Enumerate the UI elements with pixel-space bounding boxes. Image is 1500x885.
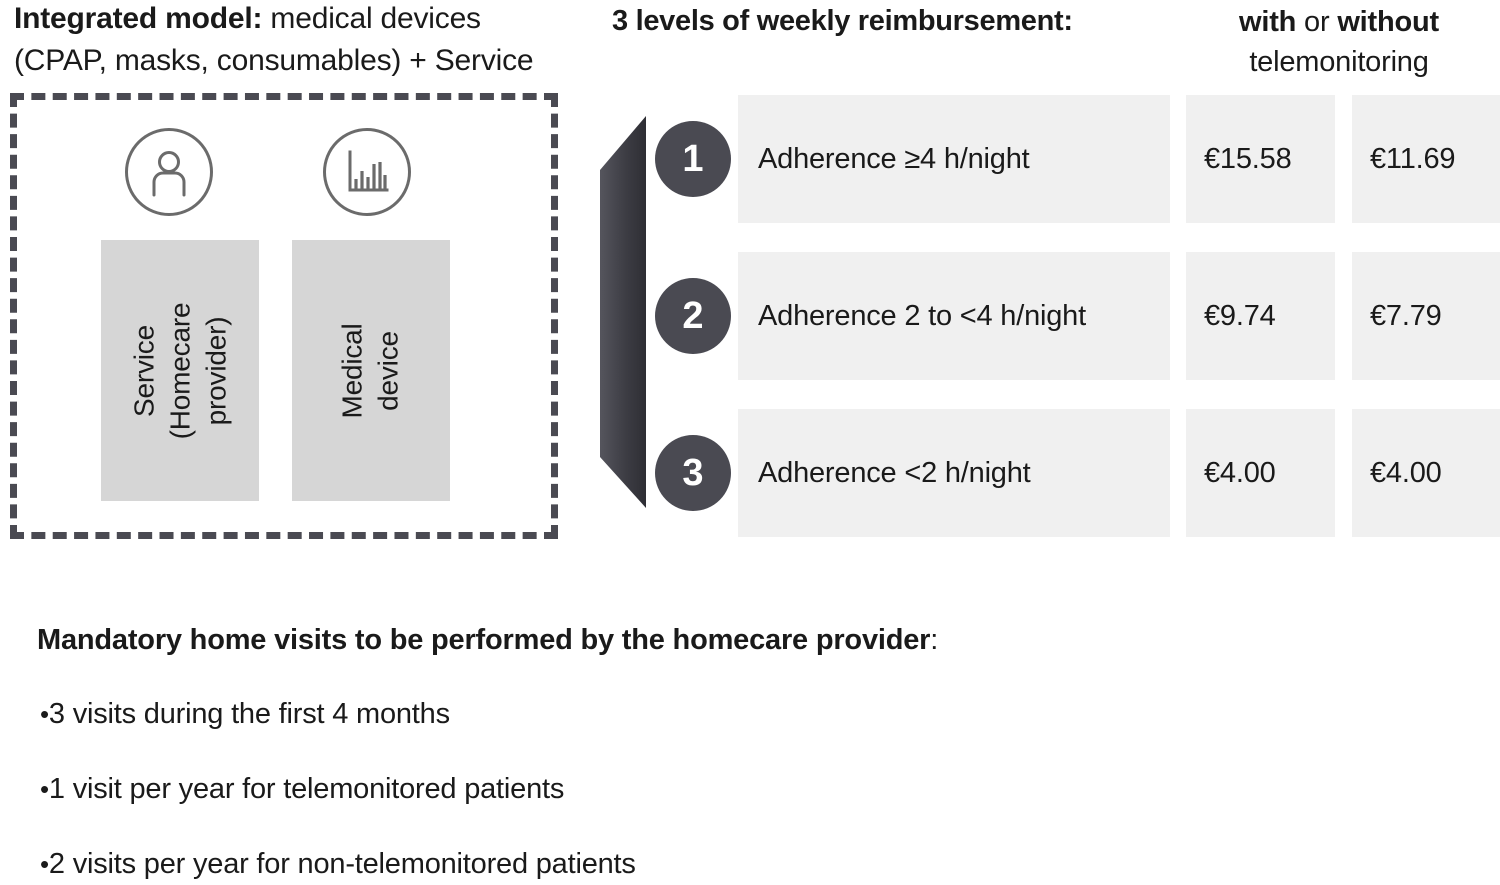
list-item: •2 visits per year for non-telemonitored… [40,848,636,881]
home-visits-heading: Mandatory home visits to be performed by… [37,624,938,657]
left-panel-title-line2: (CPAP, masks, consumables) + Service [14,44,534,77]
bullet-glyph: • [40,699,49,729]
level-badge: 2 [655,278,731,354]
bullet-glyph: • [40,774,49,804]
list-item: •1 visit per year for telemonitored pati… [40,773,564,806]
price-without-telemonitoring-cell: €4.00 [1352,409,1500,537]
bullet-glyph: • [40,849,49,879]
price-without-telemonitoring-cell: €7.79 [1352,252,1500,380]
column-header-or: or [1296,6,1338,38]
medical-device-box-label: Medical device [335,323,407,418]
adherence-label-cell: Adherence 2 to <4 h/night [738,252,1170,380]
list-item-label: 1 visit per year for telemonitored patie… [48,773,565,805]
service-box-line2: (Homecare [164,302,195,439]
home-visits-heading-colon: : [930,624,939,656]
home-visits-heading-bold: Mandatory home visits to be performed by… [37,624,931,656]
service-box-line1: Service [128,324,159,417]
person-icon [125,128,213,216]
price-with-telemonitoring-cell: €15.58 [1186,95,1335,223]
adherence-label-cell: Adherence ≥4 h/night [738,95,1170,223]
medical-device-line1: Medical [337,322,368,419]
service-box-label: Service (Homecare provider) [126,302,234,439]
list-item-label: 3 visits during the first 4 months [48,698,450,730]
list-item: •3 visits during the first 4 months [40,698,450,731]
left-panel-title-rest: medical devices [262,2,481,35]
left-chevron-shape [596,112,652,512]
medical-device-box: Medical device [292,240,450,501]
medical-device-line2: device [373,330,404,411]
column-header-without: without [1337,6,1439,38]
column-header-line2: telemonitoring [1249,46,1429,78]
list-item-label: 2 visits per year for non-telemonitored … [48,848,636,880]
left-panel-title-bold: Integrated model: [14,2,263,35]
price-with-telemonitoring-cell: €9.74 [1186,252,1335,380]
bar-chart-icon [323,128,411,216]
service-box: Service (Homecare provider) [101,240,259,501]
level-badge: 1 [655,121,731,197]
levels-title: 3 levels of weekly reimbursement: [612,5,1073,37]
level-badge: 3 [655,435,731,511]
service-box-line3: provider) [200,316,231,425]
price-without-telemonitoring-cell: €11.69 [1352,95,1500,223]
price-with-telemonitoring-cell: €4.00 [1186,409,1335,537]
column-header-with: with [1239,6,1297,38]
integrated-model-box [10,93,558,539]
left-panel-title: Integrated model: medical devices (CPAP,… [14,0,594,82]
column-header: with or without telemonitoring [1178,2,1500,82]
adherence-label-cell: Adherence <2 h/night [738,409,1170,537]
